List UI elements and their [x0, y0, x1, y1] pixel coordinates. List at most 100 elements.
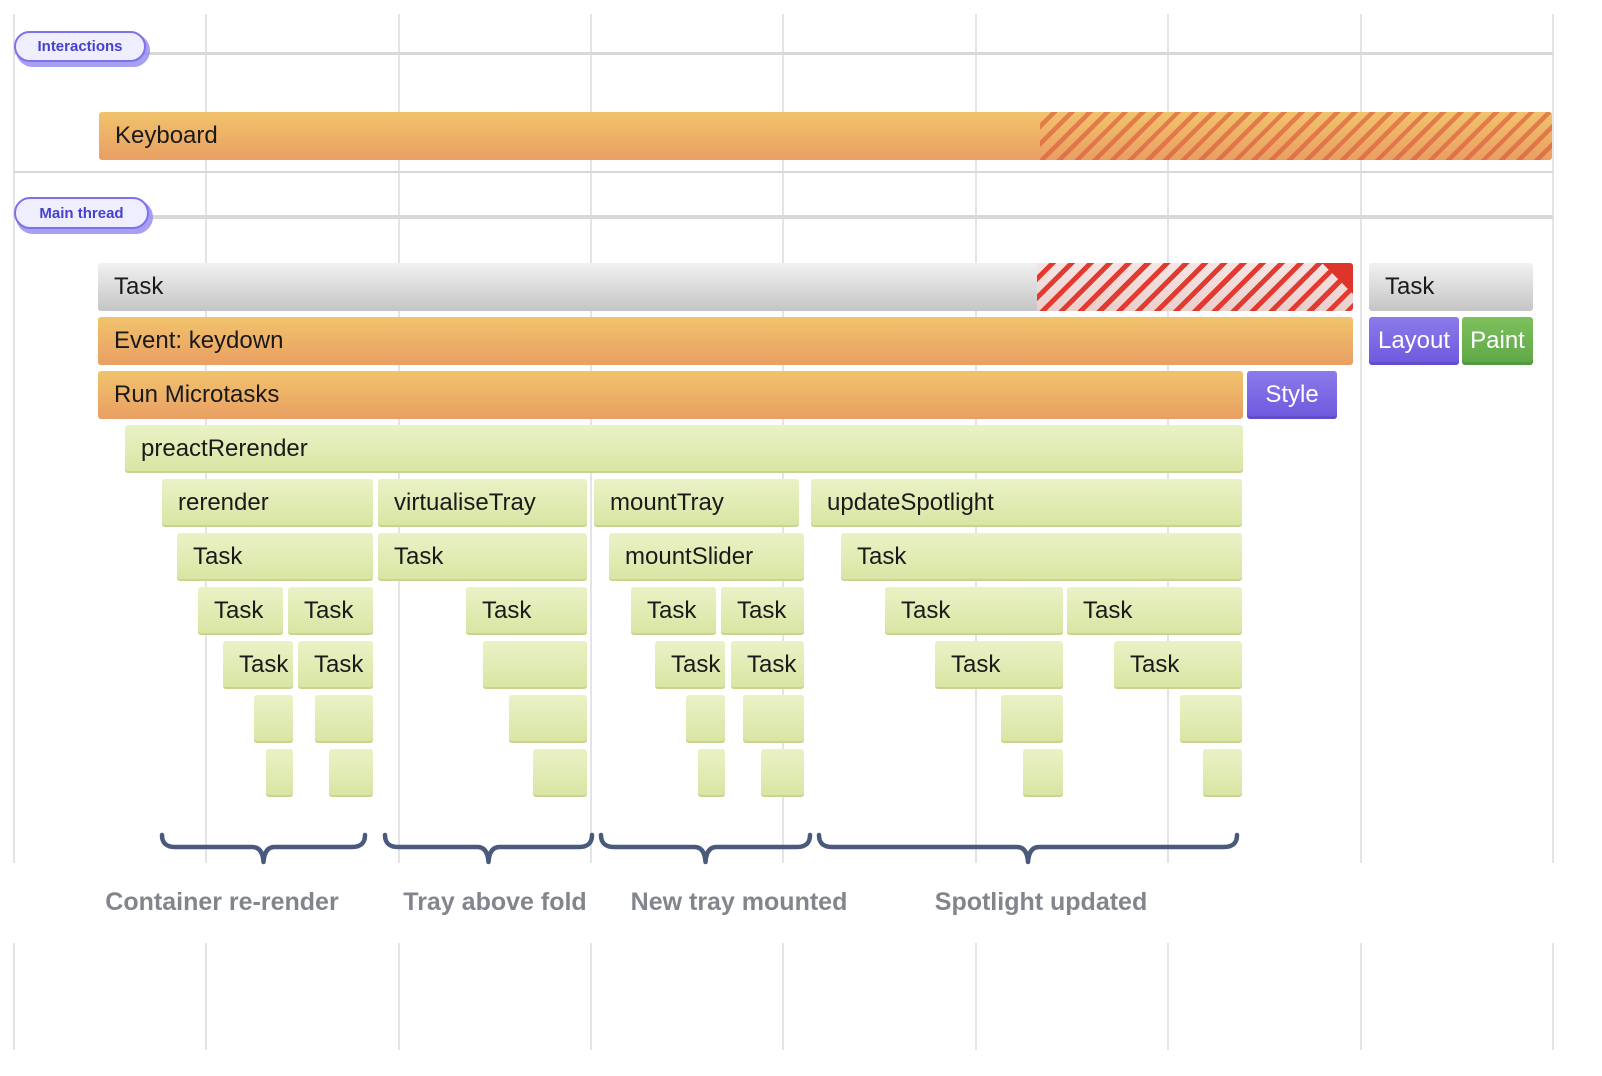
- virtualise-tray-bar[interactable]: virtualiseTray: [378, 479, 587, 527]
- anon-bar[interactable]: [1001, 695, 1063, 743]
- gridline: [1552, 14, 1554, 863]
- bar-label: Task: [747, 651, 797, 678]
- task-bar[interactable]: Task: [885, 587, 1063, 635]
- task-bar[interactable]: Task: [177, 533, 373, 581]
- interactions-track-pill[interactable]: Interactions: [14, 31, 146, 62]
- brace-tray-above-fold: [382, 832, 595, 865]
- paint-bar[interactable]: Paint: [1462, 317, 1533, 365]
- bar-label: Task: [737, 597, 787, 624]
- run-microtasks-bar[interactable]: Run Microtasks: [98, 371, 1243, 419]
- anon-bar[interactable]: [743, 695, 804, 743]
- bar-label: Task: [1385, 273, 1435, 300]
- track-separator-line: [14, 215, 1553, 219]
- anon-bar[interactable]: [483, 641, 587, 689]
- anon-bar[interactable]: [533, 749, 587, 797]
- track-separator-line: [14, 52, 1553, 55]
- gridline: [782, 943, 784, 1050]
- anon-bar[interactable]: [509, 695, 587, 743]
- bar-label: Keyboard: [115, 122, 218, 149]
- gridline: [1552, 943, 1554, 1050]
- task-bar-second[interactable]: Task: [1369, 263, 1533, 311]
- event-keydown-bar[interactable]: Event: keydown: [98, 317, 1353, 365]
- task-bar[interactable]: Task: [935, 641, 1063, 689]
- task-bar[interactable]: Task: [841, 533, 1242, 581]
- main-thread-track-pill[interactable]: Main thread: [14, 197, 149, 229]
- anon-bar[interactable]: [329, 749, 373, 797]
- task-bar[interactable]: Task: [288, 587, 373, 635]
- bar-label: Task: [1083, 597, 1133, 624]
- brace-new-tray-mounted: [598, 832, 813, 865]
- rerender-bar[interactable]: rerender: [162, 479, 373, 527]
- long-task-hatch-overlay: [1037, 263, 1353, 311]
- annotation-label-spotlight-updated: Spotlight updated: [934, 888, 1148, 916]
- bar-label: Task: [647, 597, 697, 624]
- layout-bar[interactable]: Layout: [1369, 317, 1459, 365]
- task-bar[interactable]: Task: [655, 641, 725, 689]
- mount-tray-bar[interactable]: mountTray: [594, 479, 799, 527]
- task-bar[interactable]: Task: [298, 641, 373, 689]
- mount-slider-bar[interactable]: mountSlider: [609, 533, 804, 581]
- gridline: [205, 943, 207, 1050]
- brace-container-re-render: [159, 832, 368, 865]
- bar-label: Task: [394, 543, 444, 570]
- anon-bar[interactable]: [1203, 749, 1242, 797]
- bar-label: rerender: [178, 489, 269, 516]
- bar-label: Task: [314, 651, 364, 678]
- task-bar[interactable]: Task: [721, 587, 804, 635]
- anon-bar[interactable]: [686, 695, 725, 743]
- style-bar[interactable]: Style: [1247, 371, 1337, 419]
- bar-label: virtualiseTray: [394, 489, 536, 516]
- anon-bar[interactable]: [1180, 695, 1242, 743]
- bar-label: mountSlider: [625, 543, 754, 570]
- task-bar[interactable]: Task: [378, 533, 587, 581]
- task-bar[interactable]: Task: [223, 641, 293, 689]
- anon-bar[interactable]: [315, 695, 373, 743]
- keyboard-interaction-bar[interactable]: Keyboard: [99, 112, 1552, 160]
- annotation-label-tray-above-fold: Tray above fold: [403, 888, 587, 916]
- bar-label: mountTray: [610, 489, 724, 516]
- track-separator-line: [13, 171, 1553, 173]
- anon-bar[interactable]: [1023, 749, 1063, 797]
- gridline: [13, 14, 15, 863]
- gridline: [590, 943, 592, 1050]
- annotation-label-new-tray-mounted: New tray mounted: [630, 888, 848, 916]
- bar-label: Task: [239, 651, 289, 678]
- bar-label: Event: keydown: [114, 327, 284, 354]
- bar-label: Task: [193, 543, 243, 570]
- bar-label: Run Microtasks: [114, 381, 280, 408]
- anon-bar[interactable]: [698, 749, 725, 797]
- gridline: [1167, 943, 1169, 1050]
- anon-bar[interactable]: [761, 749, 804, 797]
- bar-label: Style: [1265, 381, 1319, 408]
- task-bar-main[interactable]: Task: [98, 263, 1353, 311]
- bar-label: Task: [482, 597, 532, 624]
- bar-label: updateSpotlight: [827, 489, 994, 516]
- bar-label: Layout: [1377, 327, 1451, 354]
- update-spotlight-bar[interactable]: updateSpotlight: [811, 479, 1242, 527]
- pending-hatch-overlay: [1040, 112, 1552, 160]
- annotation-label-container-re-render: Container re-render: [105, 888, 339, 916]
- bar-label: Task: [304, 597, 354, 624]
- bar-label: Task: [901, 597, 951, 624]
- bar-label: Task: [114, 273, 164, 300]
- bar-label: Paint: [1470, 327, 1525, 354]
- bar-label: preactRerender: [141, 435, 308, 462]
- task-bar[interactable]: Task: [1114, 641, 1242, 689]
- task-bar[interactable]: Task: [631, 587, 716, 635]
- gridline: [398, 943, 400, 1050]
- gridline: [1360, 14, 1362, 863]
- bar-label: Task: [671, 651, 721, 678]
- task-bar[interactable]: Task: [731, 641, 804, 689]
- anon-bar[interactable]: [254, 695, 293, 743]
- bar-label: Task: [857, 543, 907, 570]
- task-bar[interactable]: Task: [198, 587, 283, 635]
- gridline: [13, 943, 15, 1050]
- anon-bar[interactable]: [266, 749, 293, 797]
- preact-rerender-bar[interactable]: preactRerender: [125, 425, 1243, 473]
- task-bar[interactable]: Task: [466, 587, 587, 635]
- task-bar[interactable]: Task: [1067, 587, 1242, 635]
- gridline: [975, 943, 977, 1050]
- bar-label: Task: [951, 651, 1001, 678]
